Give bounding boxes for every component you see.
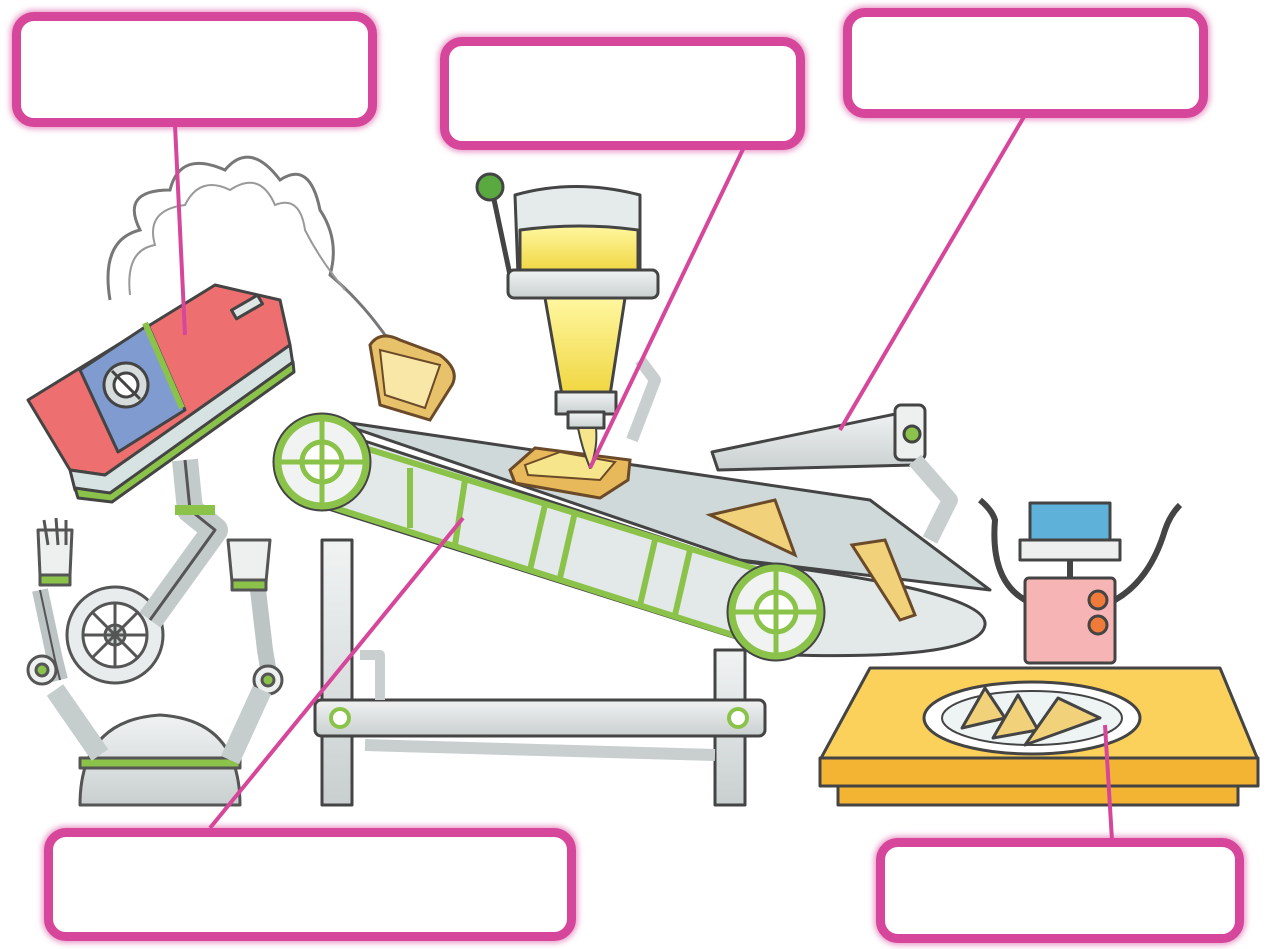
table-with-plate: [820, 668, 1258, 805]
label-box-butter-dispenser[interactable]: [440, 37, 805, 150]
label-box-plate[interactable]: [876, 838, 1244, 943]
leader-line-robot-arm: [840, 115, 1025, 430]
label-box-robot-arm[interactable]: [843, 8, 1208, 118]
flying-toast: [370, 336, 454, 420]
label-box-toaster[interactable]: [12, 12, 377, 127]
label-box-conveyor-belt[interactable]: [44, 828, 576, 941]
butter-dispenser: [477, 174, 658, 468]
leader-line-toaster: [175, 125, 185, 335]
toaster: [28, 285, 294, 502]
buttered-toast: [510, 448, 630, 498]
serving-robot: [980, 500, 1180, 663]
toaster-robot: [28, 460, 282, 805]
